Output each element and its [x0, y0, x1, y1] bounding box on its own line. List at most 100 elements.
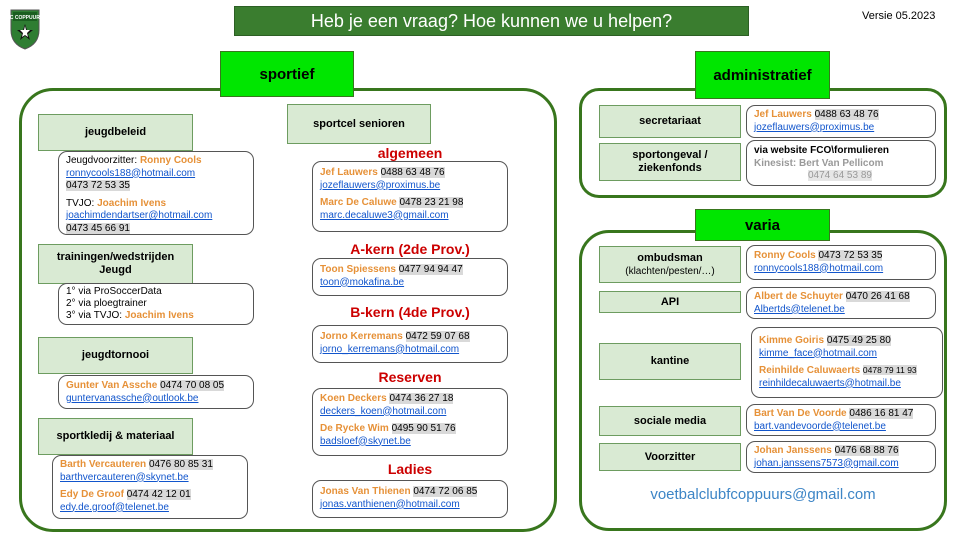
api-email-link[interactable]: Albertds@telenet.be	[754, 303, 845, 315]
bkern-card: Jorno Kerremans 0472 59 07 68 jorno_kerr…	[312, 325, 508, 363]
akern-phone: 0477 94 94 47	[398, 264, 463, 275]
reserven-card: Koen Deckers 0474 36 27 18 deckers_koen@…	[312, 388, 508, 456]
reserven-phone-1: 0474 36 27 18	[389, 393, 454, 404]
kantine-label: kantine	[599, 343, 741, 380]
voorzitter-email-link[interactable]: johan.janssens7573@gmail.com	[754, 457, 899, 469]
sportongeval-text-line1: sportongeval /	[632, 149, 708, 161]
sportongeval-card: via website FCO\formulieren Kinesist: Be…	[746, 140, 936, 186]
kantine-name-2: Reinhilde Caluwaerts	[759, 365, 861, 376]
reserven-email-link-2[interactable]: badsloef@skynet.be	[320, 435, 411, 447]
ombudsman-text: ombudsman	[637, 251, 703, 264]
api-card: Albert de Schuyter 0470 26 41 68 Albertd…	[746, 287, 936, 319]
sociale-media-email-link[interactable]: bart.vandevoorde@telenet.be	[754, 420, 886, 432]
reserven-name-1: Koen Deckers	[320, 393, 387, 404]
api-name: Albert de Schuyter	[754, 291, 843, 302]
trainingen-item-2: 2° via ploegtrainer	[66, 298, 147, 309]
ladies-phone: 0474 72 06 85	[413, 486, 478, 497]
ombudsman-card: Ronny Cools 0473 72 53 35 ronnycools188@…	[746, 245, 936, 280]
secretariaat-email-link[interactable]: jozeflauwers@proximus.be	[754, 121, 875, 133]
page-title: Heb je een vraag? Hoe kunnen we u helpen…	[234, 6, 749, 36]
jeugdbeleid-label: jeugdbeleid	[38, 114, 193, 151]
akern-heading: A-kern (2de Prov.)	[350, 241, 470, 257]
sociale-media-card: Bart Van De Voorde 0486 16 81 47 bart.va…	[746, 404, 936, 436]
algemeen-email-link-1[interactable]: jozeflauwers@proximus.be	[320, 179, 441, 191]
trainingen-text-line2: Jeugd	[99, 264, 132, 276]
api-phone: 0470 26 41 68	[845, 291, 910, 302]
algemeen-name-1: Jef Lauwers	[320, 167, 378, 178]
trainingen-card: 1° via ProSoccerData 2° via ploegtrainer…	[58, 283, 254, 325]
kantine-name-1: Kimme Goiris	[759, 335, 825, 346]
algemeen-email-link-2[interactable]: marc.decaluwe3@gmail.com	[320, 209, 449, 221]
sociale-media-name: Bart Van De Voorde	[754, 408, 847, 419]
kantine-card: Kimme Goiris 0475 49 25 80 kimme_face@ho…	[751, 327, 943, 398]
jeugdvoorzitter-name: Ronny Cools	[139, 155, 202, 166]
version-label: Versie 05.2023	[862, 10, 936, 22]
akern-name: Toon Spiessens	[320, 264, 396, 275]
kantine-email-link-2[interactable]: reinhildecaluwaerts@hotmail.be	[759, 377, 901, 389]
algemeen-card: Jef Lauwers 0488 63 48 76 jozeflauwers@p…	[312, 161, 508, 232]
sportkledij-phone-1: 0476 80 85 31	[148, 459, 213, 470]
trainingen-text-line1: trainingen/wedstrijden	[56, 251, 175, 263]
jeugdtornooi-card: Gunter Van Assche 0474 70 08 05 gunterva…	[58, 375, 254, 409]
sportongeval-label: sportongeval / ziekenfonds	[599, 143, 741, 181]
ladies-email-link[interactable]: jonas.vanthienen@hotmail.com	[320, 498, 460, 510]
sportkledij-phone-2: 0474 42 12 01	[126, 489, 191, 500]
sportongeval-text-line2: ziekenfonds	[638, 162, 702, 174]
ombudsman-email-link[interactable]: ronnycools188@hotmail.com	[754, 262, 884, 274]
sportkledij-name-1: Barth Vercauteren	[60, 459, 147, 470]
algemeen-phone-1: 0488 63 48 76	[380, 167, 445, 178]
ombudsman-label: ombudsman (klachten/pesten/…)	[599, 246, 741, 283]
sportkledij-name-2: Edy De Groof	[60, 489, 124, 500]
sportkledij-label: sportkledij & materiaal	[38, 418, 193, 455]
sportongeval-phone: 0474 64 53 89	[808, 170, 872, 181]
sportkledij-email-link-2[interactable]: edy.de.groof@telenet.be	[60, 501, 169, 513]
tvjo-name: Joachim Ivens	[97, 197, 167, 209]
jeugdtornooi-text: jeugdtornooi	[81, 349, 150, 361]
bkern-heading: B-kern (4de Prov.)	[350, 304, 470, 320]
kantine-phone-2: 0478 79 11 93	[862, 365, 917, 375]
jeugdtornooi-email-link[interactable]: guntervanassche@outlook.be	[66, 392, 199, 404]
jeugdvoorzitter-phone: 0473 72 53 35	[66, 180, 130, 191]
algemeen-name-2: Marc De Caluwe	[320, 197, 397, 208]
jeugdtornooi-name: Gunter Van Assche	[66, 380, 158, 391]
sportcel-label: sportcel senioren	[287, 104, 431, 144]
bkern-name: Jorno Kerremans	[320, 331, 403, 342]
club-email-link[interactable]: voetbalclubfcoppuurs@gmail.com	[650, 486, 876, 503]
sportcel-text: sportcel senioren	[313, 117, 405, 130]
ladies-card: Jonas Van Thienen 0474 72 06 85 jonas.va…	[312, 480, 508, 518]
kantine-text: kantine	[650, 355, 690, 367]
reserven-heading: Reserven	[378, 369, 442, 385]
jeugdvoorzitter-prefix: Jeugdvoorzitter:	[66, 155, 140, 166]
tvjo-phone: 0473 45 66 91	[66, 222, 130, 234]
secretariaat-name: Jef Lauwers	[754, 109, 812, 120]
api-text: API	[660, 295, 680, 308]
trainingen-item-1: 1° via ProSoccerData	[66, 286, 162, 297]
voorzitter-phone: 0476 68 88 76	[834, 445, 899, 456]
svg-text:FC COPPUURS: FC COPPUURS	[9, 15, 41, 21]
jeugdvoorzitter-email-link[interactable]: ronnycools188@hotmail.com	[66, 167, 196, 179]
sportkledij-card: Barth Vercauteren 0476 80 85 31 barthver…	[52, 455, 248, 519]
akern-card: Toon Spiessens 0477 94 94 47 toon@mokafi…	[312, 258, 508, 296]
tvjo-email-link[interactable]: joachimdendartser@hotmail.com	[66, 210, 213, 221]
varia-header: varia	[695, 209, 830, 241]
jeugdtornooi-phone: 0474 70 08 05	[160, 380, 225, 391]
ombudsman-subtext: (klachten/pesten/…)	[625, 265, 715, 277]
secretariaat-phone: 0488 63 48 76	[814, 109, 879, 120]
tvjo-prefix: TVJO:	[66, 197, 98, 209]
sportkledij-text: sportkledij & materiaal	[56, 430, 175, 442]
trainingen-item-3-prefix: 3° via TVJO:	[66, 310, 125, 321]
bkern-phone: 0472 59 07 68	[405, 331, 470, 342]
reserven-name-2: De Rycke Wim	[320, 423, 389, 434]
secretariaat-card: Jef Lauwers 0488 63 48 76 jozeflauwers@p…	[746, 105, 936, 138]
ombudsman-name: Ronny Cools	[754, 250, 816, 261]
sociale-media-phone: 0486 16 81 47	[849, 408, 914, 419]
bkern-email-link[interactable]: jorno_kerremans@hotmail.com	[320, 343, 460, 355]
algemeen-heading: algemeen	[377, 145, 443, 161]
ombudsman-phone: 0473 72 53 35	[818, 250, 883, 261]
ladies-name: Jonas Van Thienen	[320, 486, 411, 497]
sportkledij-email-link-1[interactable]: barthvercauteren@skynet.be	[60, 471, 189, 483]
reserven-email-link-1[interactable]: deckers_koen@hotmail.com	[320, 405, 447, 417]
algemeen-phone-2: 0478 23 21 98	[399, 197, 464, 208]
akern-email-link[interactable]: toon@mokafina.be	[320, 276, 405, 288]
kantine-email-link-1[interactable]: kimme_face@hotmail.com	[759, 347, 877, 359]
